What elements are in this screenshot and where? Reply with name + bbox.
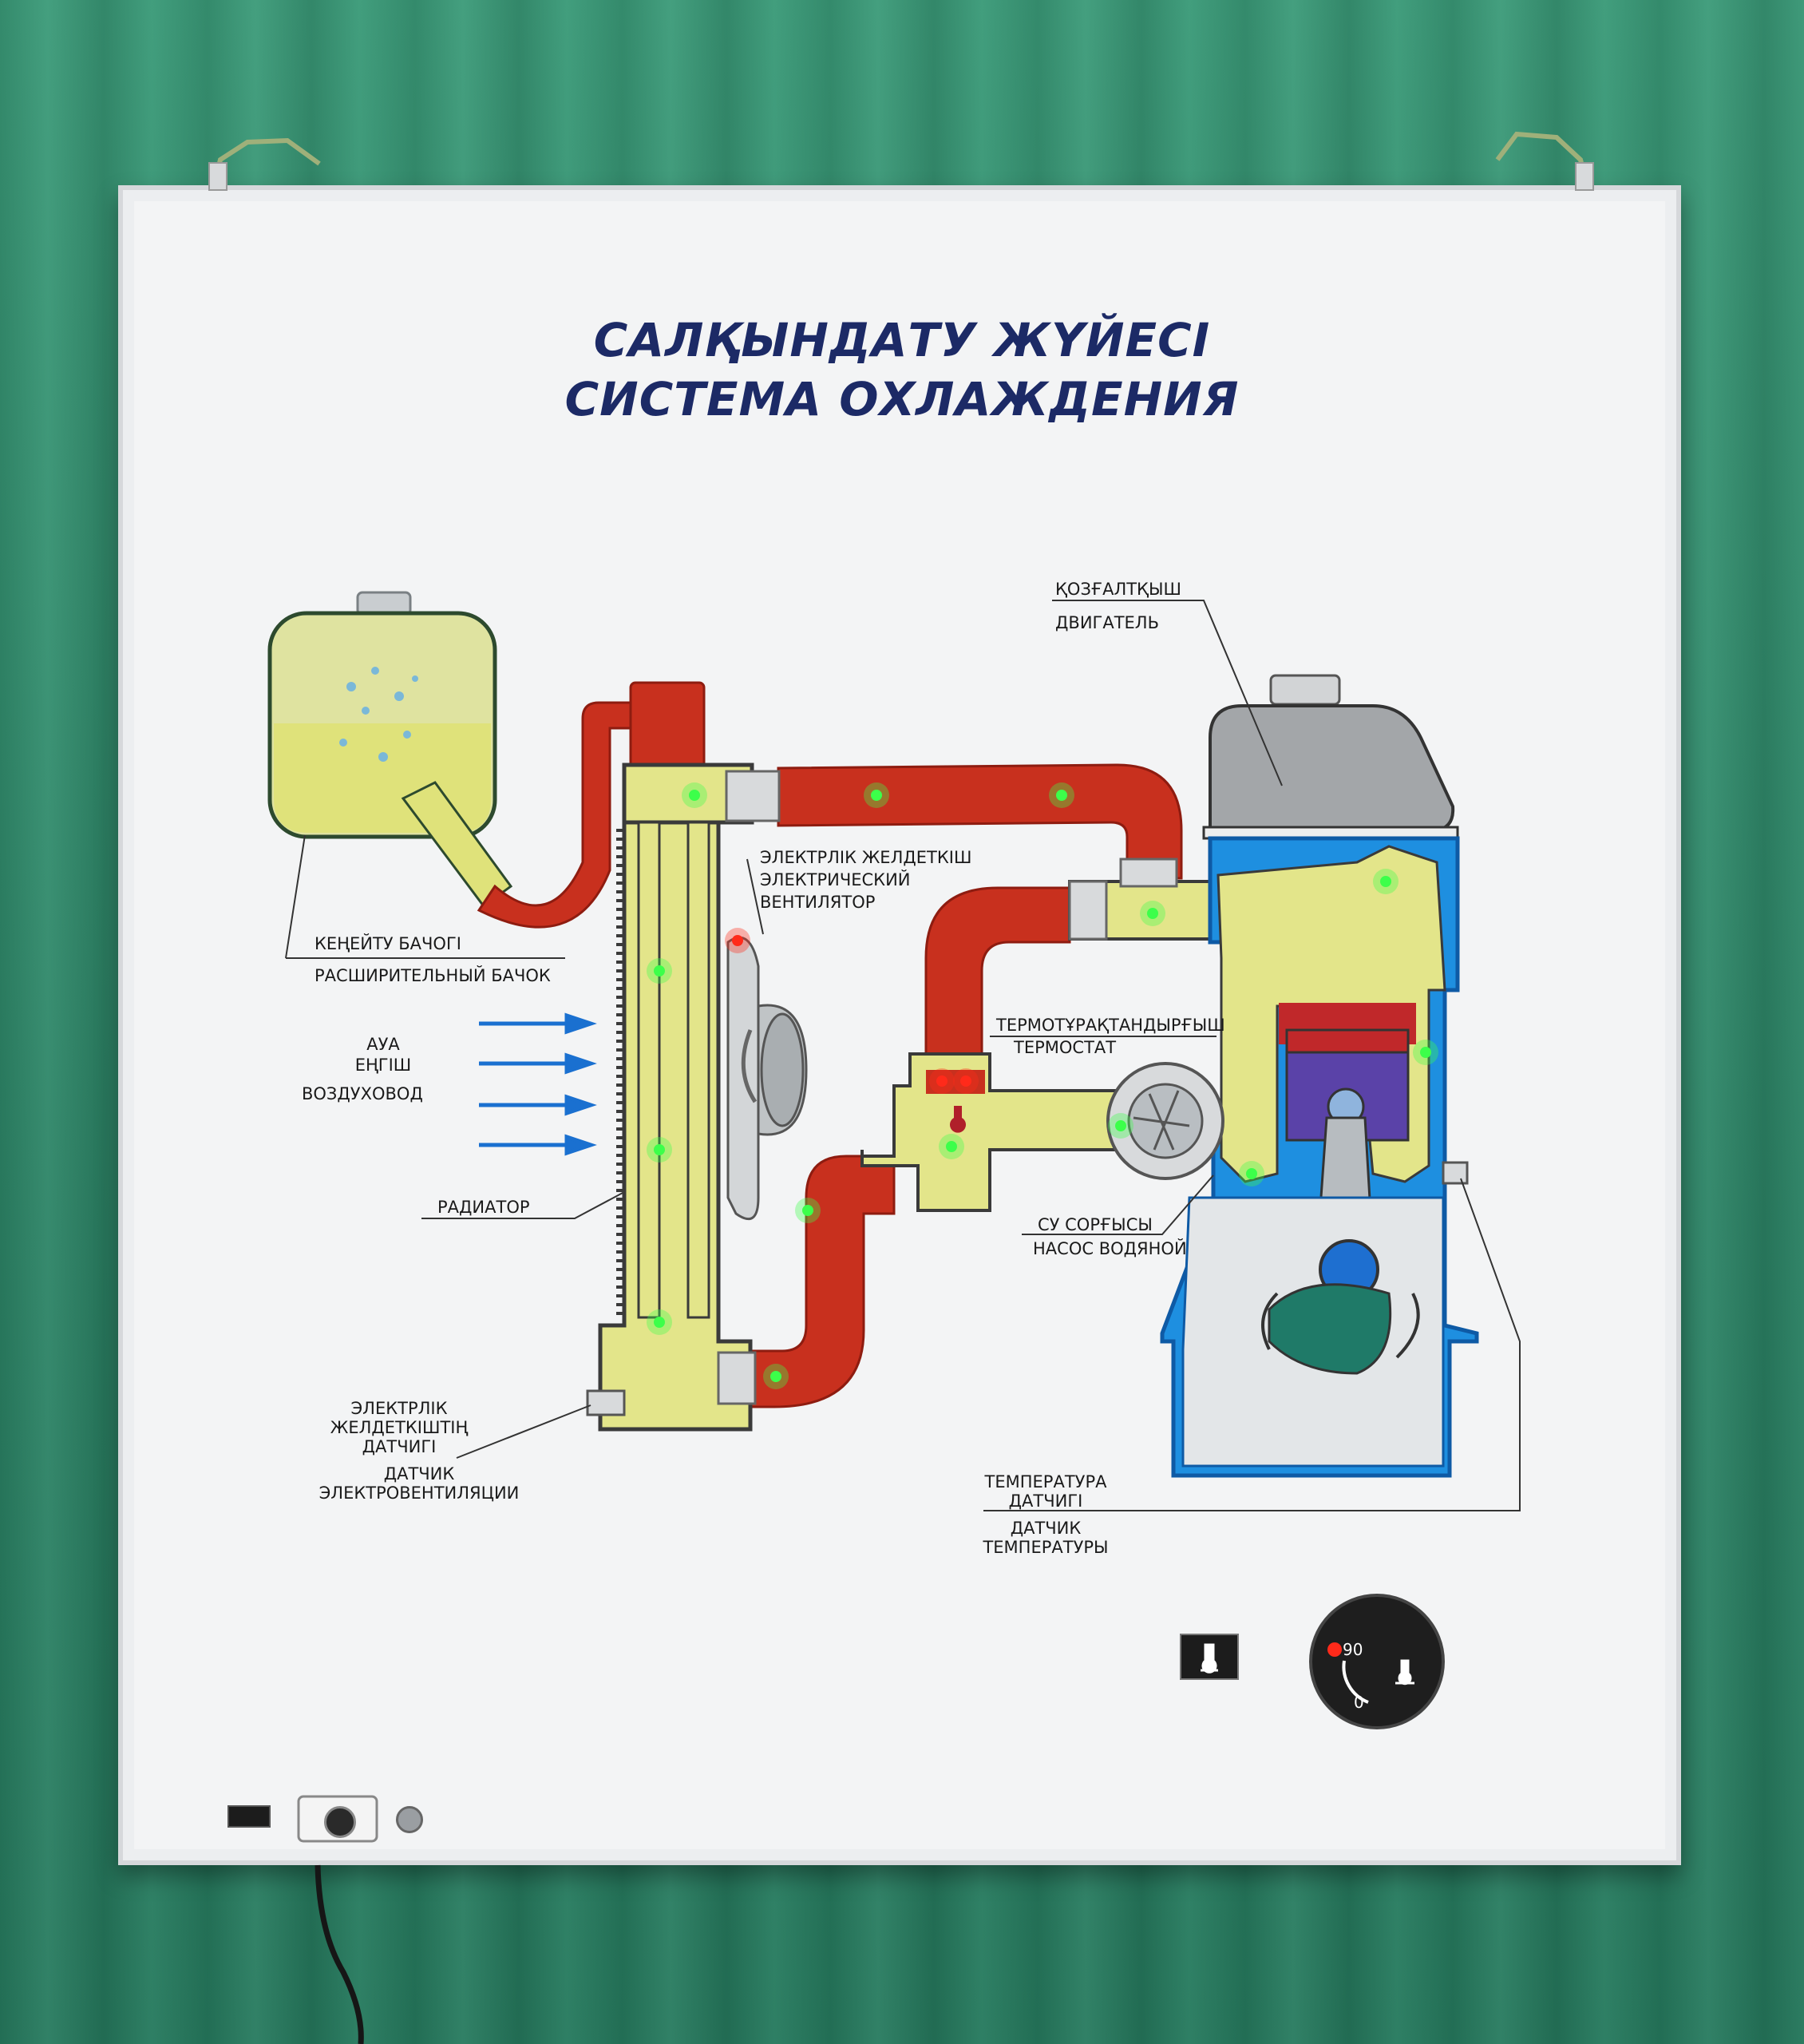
indicator-light — [1147, 908, 1158, 919]
indicator-light — [654, 1144, 665, 1155]
indicator-light — [732, 935, 743, 946]
radiator-top-neck — [629, 681, 706, 772]
indicator-light — [1056, 790, 1067, 801]
indicator-light — [960, 1075, 971, 1087]
label-fan-sensor-ru-2: ЭЛЕКТРОВЕНТИЛЯЦИИ — [318, 1483, 520, 1503]
gauge-scale — [1342, 1660, 1369, 1704]
indicator-light — [802, 1205, 813, 1216]
label-temp-sensor-kz-1: ТЕМПЕРАТУРА — [984, 1472, 1107, 1491]
indicator-light — [770, 1371, 781, 1382]
key-switch[interactable] — [324, 1806, 356, 1838]
radiator-core-left — [637, 821, 661, 1319]
label-tank-ru: РАСШИРИТЕЛЬНЫЙ БАЧОК — [315, 966, 551, 985]
radiator-bottom-hose — [749, 1155, 896, 1408]
label-fan-sensor-kz-1: ЭЛЕКТРЛІК — [350, 1399, 448, 1418]
right-hook-clip — [1575, 162, 1594, 191]
label-radiator: РАДИАТОР — [437, 1198, 530, 1217]
indicator-light — [871, 790, 882, 801]
tee-fitting — [1119, 858, 1178, 888]
radiator-core-right — [686, 821, 710, 1319]
title-russian: СИСТЕМА ОХЛАЖДЕНИЯ — [564, 372, 1240, 426]
radiator — [586, 763, 781, 1432]
power-indicator — [227, 1805, 271, 1828]
warning-lamp-panel — [1180, 1634, 1239, 1680]
rotation-arrow-right — [1395, 1293, 1420, 1359]
label-pump-kz: СУ СОРҒЫСЫ — [1038, 1215, 1153, 1234]
thermostat-housing — [860, 1052, 1127, 1212]
radiator-lower-outlet — [717, 1351, 757, 1405]
label-engine-ru: ДВИГАТЕЛЬ — [1055, 613, 1159, 632]
leader-lines — [285, 600, 1521, 1511]
indicator-light — [1246, 1168, 1257, 1179]
temperature-sensor-icon — [1395, 1659, 1414, 1686]
label-tank-kz: КЕҢЕЙТУ БАЧОГІ — [315, 934, 461, 953]
outlet-fitting — [1068, 880, 1108, 941]
temperature-gauge: 90 0 — [1309, 1594, 1445, 1729]
piston-top — [1285, 1028, 1410, 1056]
indicator-light — [654, 965, 665, 976]
temperature-sensor-icon — [1201, 1643, 1218, 1674]
gauge-max-label: 90 — [1343, 1640, 1363, 1659]
power-cable — [315, 1864, 364, 2044]
label-fan-sensor-kz-2: ЖЕЛДЕТКІШТІҢ — [330, 1418, 469, 1437]
label-fan-kz: ЭЛЕКТРЛІК ЖЕЛДЕТКІШ — [760, 848, 972, 867]
indicator-light — [946, 1141, 957, 1152]
radiator-upper-outlet — [725, 770, 781, 822]
indicator-light — [689, 790, 700, 801]
thermostat-icon — [950, 1106, 966, 1133]
oil-filler-cap — [1269, 674, 1341, 706]
gauge-warning-light — [1327, 1642, 1342, 1657]
temperature-sensor-plug — [1442, 1161, 1469, 1185]
expansion-tank — [267, 591, 513, 909]
label-thermostat-ru: ТЕРМОСТАТ — [1014, 1038, 1117, 1057]
indicator-light — [1420, 1047, 1431, 1058]
air-bubbles — [339, 667, 418, 762]
tank-inner-pipe — [401, 781, 513, 909]
indicator-light — [1380, 876, 1391, 887]
airflow-arrows — [479, 1012, 597, 1156]
label-air-ru: ВОЗДУХОВОД — [302, 1084, 423, 1103]
indicator-light — [654, 1317, 665, 1328]
label-fan-sensor-kz-3: ДАТЧИГІ — [362, 1437, 437, 1456]
fan-icon — [726, 936, 808, 1221]
label-temp-sensor-ru-2: ТЕМПЕРАТУРЫ — [983, 1538, 1109, 1557]
fan-sensor-plug — [586, 1389, 626, 1416]
indicator-lights — [647, 782, 1438, 1389]
reset-knob[interactable] — [396, 1806, 423, 1833]
label-fan-sensor-ru-1: ДАТЧИК — [383, 1464, 455, 1483]
title-kazakh: САЛҚЫНДАТУ ЖҮЙЕСІ — [593, 313, 1211, 367]
thermostat-bypass-hose — [924, 886, 1071, 1056]
label-air-kz-1: АУА — [366, 1035, 400, 1054]
counterweight — [1268, 1283, 1392, 1375]
label-fan-ru-2: ВЕНТИЛЯТОР — [760, 893, 876, 912]
water-pump-impeller-icon — [1106, 1062, 1224, 1180]
tank-to-radiator-hose — [477, 701, 632, 929]
gauge-min-label: 0 — [1354, 1693, 1364, 1712]
gauge-face — [1327, 1642, 1414, 1704]
indicator-light — [1115, 1120, 1126, 1131]
label-pump-ru: НАСОС ВОДЯНОЙ — [1033, 1239, 1187, 1258]
label-air-kz-2: ЕҢГІШ — [354, 1056, 412, 1075]
label-temp-sensor-kz-2: ДАТЧИГІ — [1008, 1491, 1083, 1511]
valve-cover — [1209, 704, 1455, 832]
indicator-light — [936, 1075, 947, 1087]
label-thermostat-kz: ТЕРМОТҰРАҚТАНДЫРҒЫШ — [996, 1016, 1225, 1035]
label-fan-ru-1: ЭЛЕКТРИЧЕСКИЙ — [760, 870, 911, 889]
label-engine-kz: ҚОЗҒАЛТҚЫШ — [1055, 580, 1181, 599]
left-hook-clip — [208, 162, 227, 191]
engine — [1160, 674, 1479, 1478]
rotation-arrow-left — [1261, 1292, 1279, 1350]
label-temp-sensor-ru-1: ДАТЧИК — [1010, 1519, 1082, 1538]
